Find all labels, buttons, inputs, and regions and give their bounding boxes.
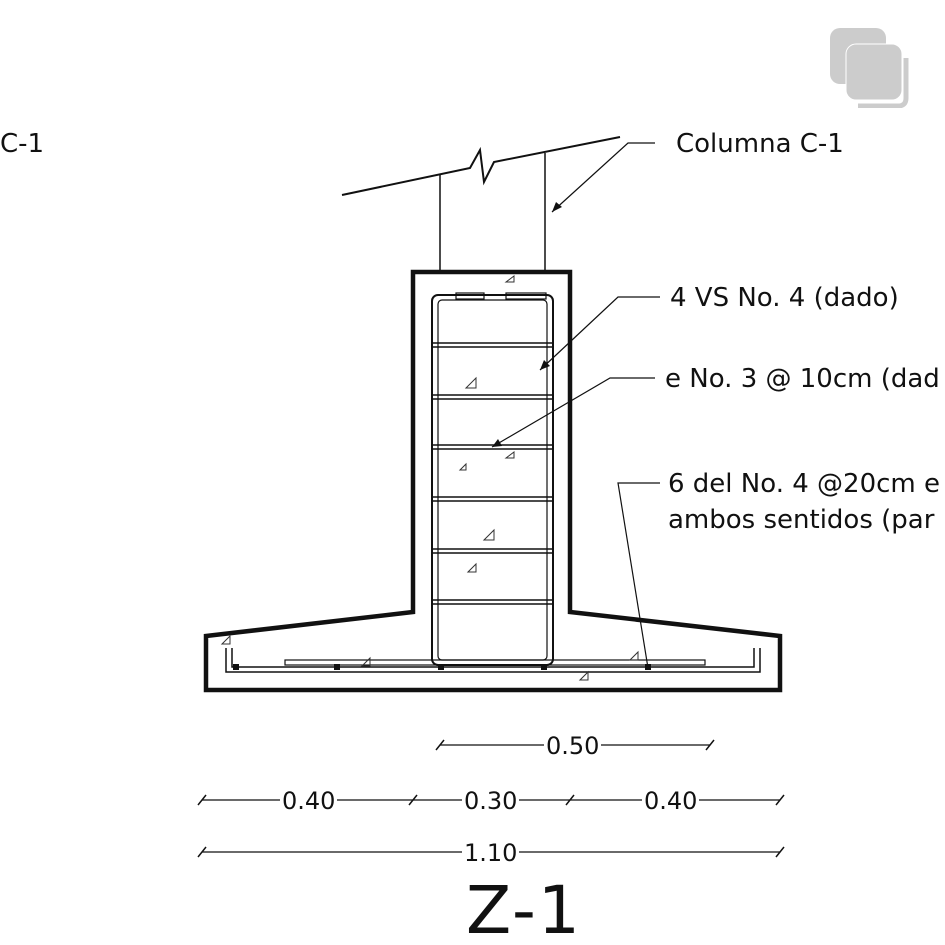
drawing-title: Z-1 bbox=[466, 872, 582, 945]
concrete-hatch bbox=[220, 275, 639, 681]
label-column: Columna C-1 bbox=[676, 129, 844, 159]
stirrup-ties bbox=[432, 342, 553, 605]
label-column-partial: C-1 bbox=[0, 129, 45, 159]
dim-left: 0.40 bbox=[280, 787, 338, 815]
dim-right: 0.40 bbox=[642, 787, 700, 815]
footing-outline bbox=[203, 269, 783, 693]
leader-lines bbox=[491, 142, 660, 669]
dim-center: 0.30 bbox=[462, 787, 520, 815]
label-stirrups: e No. 3 @ 10cm (dad bbox=[665, 364, 940, 394]
label-bottom-bars-1: 6 del No. 4 @20cm e bbox=[668, 469, 940, 499]
label-vertical-bars: 4 VS No. 4 (dado) bbox=[670, 283, 899, 313]
arrowheads bbox=[492, 202, 562, 447]
bottom-bar bbox=[225, 648, 761, 673]
pedestal-stirrup bbox=[431, 294, 554, 666]
rebar-dots bbox=[233, 664, 651, 670]
dim-total: 1.10 bbox=[462, 839, 520, 867]
dim-pedestal: 0.50 bbox=[544, 732, 602, 760]
copy-icon[interactable] bbox=[830, 28, 910, 108]
column-break-line bbox=[341, 136, 621, 196]
label-bottom-bars-2: ambos sentidos (par bbox=[668, 505, 935, 535]
